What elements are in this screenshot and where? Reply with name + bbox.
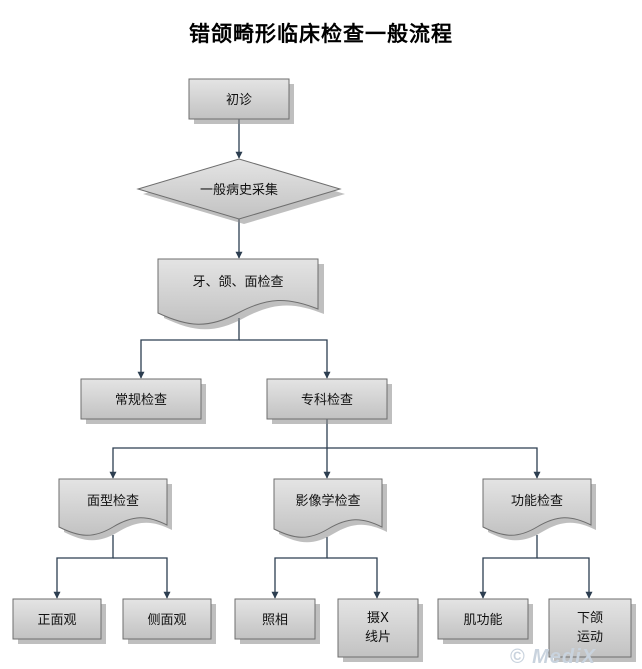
connector-special-to-functional — [327, 447, 541, 479]
node-mandible-label-line1: 下颌 — [577, 611, 603, 626]
node-side-view: 侧面观 — [122, 598, 216, 644]
node-facial: 面型检查 — [58, 478, 172, 541]
connector-special-to-facial — [109, 419, 328, 479]
node-imaging: 影像学检查 — [273, 478, 387, 543]
node-special-label: 专科检查 — [301, 393, 353, 408]
node-xray: 摄X 线片 — [337, 598, 423, 662]
node-front-view-label: 正面观 — [37, 613, 76, 628]
connector-facial-to-side — [113, 557, 171, 599]
node-teeth-jaw-face-label: 牙、颌、面检查 — [192, 275, 283, 290]
node-front-view: 正面观 — [12, 598, 106, 644]
node-routine: 常规检查 — [80, 378, 206, 424]
node-functional: 功能检查 — [482, 478, 596, 541]
watermark-logo: © MediX — [509, 646, 596, 668]
connectors — [53, 119, 593, 599]
node-side-view-label: 侧面观 — [147, 613, 186, 628]
connector-functional-to-muscle — [479, 535, 538, 599]
node-muscle: 肌功能 — [437, 598, 533, 644]
node-xray-label-line1: 摄X — [367, 611, 389, 626]
node-history-label: 一般病史采集 — [200, 182, 278, 198]
connector-functional-to-mandible — [537, 557, 593, 599]
node-special: 专科检查 — [266, 378, 392, 424]
chart-title: 错颌畸形临床检查一般流程 — [189, 22, 453, 46]
node-xray-label-line2: 线片 — [365, 630, 391, 645]
node-initial-visit-label: 初诊 — [226, 93, 252, 108]
node-routine-label: 常规检查 — [115, 393, 167, 408]
connector-imaging-to-xray — [327, 557, 381, 599]
node-muscle-label: 肌功能 — [463, 613, 502, 628]
node-imaging-label: 影像学检查 — [295, 493, 360, 509]
node-facial-label: 面型检查 — [87, 494, 139, 509]
connector-examination-to-special — [239, 339, 331, 379]
node-teeth-jaw-face: 牙、颌、面检查 — [157, 258, 324, 330]
node-history: 一般病史采集 — [136, 158, 345, 224]
connector-facial-to-front — [53, 535, 114, 599]
node-mandible: 下颌 运动 — [548, 598, 636, 662]
node-photo-label: 照相 — [262, 613, 288, 628]
node-functional-label: 功能检查 — [511, 494, 563, 509]
connector-imaging-to-photo — [271, 537, 328, 599]
connector-examination-to-routine — [137, 318, 240, 379]
node-initial-visit: 初诊 — [188, 78, 294, 124]
node-photo: 照相 — [234, 598, 320, 644]
node-mandible-label-line2: 运动 — [577, 630, 603, 645]
